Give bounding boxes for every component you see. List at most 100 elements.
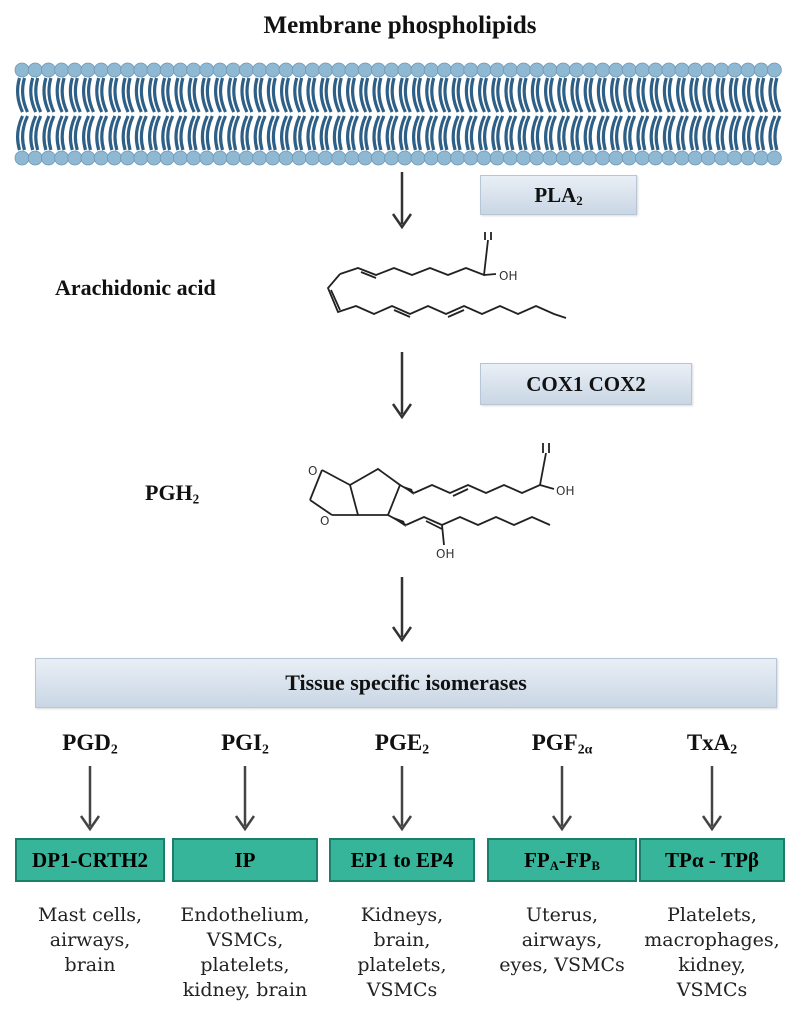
lipid-tail: [311, 115, 320, 151]
lipid-head: [516, 150, 531, 166]
lipid-head: [740, 150, 756, 166]
lipid-tail: [403, 115, 412, 151]
lipid-tail: [411, 77, 420, 113]
lipid-tail: [293, 115, 302, 151]
lipid-tail: [741, 115, 750, 151]
lipid-tail: [200, 115, 209, 151]
lipid-tail: [535, 77, 544, 113]
tissue-line: Uterus,: [525, 904, 598, 926]
lipid-tail: [675, 115, 684, 151]
lipid-tail: [733, 77, 742, 113]
lipid-head: [582, 150, 597, 166]
lipid-tail: [517, 115, 526, 151]
lipid-head: [331, 150, 347, 166]
lipid-tail: [385, 77, 394, 113]
lipid-tail: [306, 77, 315, 113]
tissue-list: Platelets,macrophages,kidney,VSMCs: [632, 903, 792, 1003]
lipid-tail: [113, 115, 122, 151]
lipid-head: [714, 62, 729, 78]
lipid-tail: [279, 77, 288, 113]
lipid-tail: [95, 115, 104, 151]
arrow-aa-to-pgh2: [391, 352, 413, 420]
branch-arrow: [391, 766, 413, 832]
tissue-line: kidney,: [678, 954, 746, 976]
lipid-tail: [147, 77, 156, 113]
pla2-label: PLA: [534, 183, 577, 207]
lipid-tail: [496, 77, 505, 113]
lipid-head: [661, 150, 677, 166]
lipid-tail: [438, 77, 447, 113]
pgh2-label: PGH2: [145, 480, 199, 507]
tissue-line: Endothelium,: [180, 904, 310, 926]
lipid-head: [502, 150, 518, 166]
lipid-head: [357, 62, 373, 78]
product-main: PGI: [221, 730, 262, 755]
lipid-tail: [667, 77, 676, 113]
lipid-tail: [284, 77, 293, 113]
lipid-head: [27, 62, 43, 78]
tissue-line: Mast cells,: [37, 904, 143, 926]
lipid-tail: [451, 115, 460, 151]
lipid-head: [278, 150, 294, 166]
lipid-tail: [293, 77, 302, 113]
lipid-head: [608, 62, 624, 78]
lipid-tail: [20, 115, 29, 151]
lipid-tail: [42, 115, 51, 151]
receptor-box: EP1 to EP4: [329, 838, 475, 882]
lipid-tail: [311, 77, 320, 113]
cox-enzyme-box: COX1 COX2: [480, 363, 692, 405]
lipid-head: [648, 62, 663, 78]
tissue-list: Mast cells,airways,brain: [10, 903, 170, 978]
lipid-tail: [628, 77, 637, 113]
lipid-tail: [161, 77, 170, 113]
lipid-tail: [636, 115, 645, 151]
lipid-tail: [707, 77, 716, 113]
lipid-tail: [628, 115, 637, 151]
lipid-tail: [258, 77, 267, 113]
lipid-tail: [728, 115, 737, 151]
aa-oh-label: OH: [499, 269, 517, 283]
lipid-head: [93, 150, 109, 166]
lipid-tail: [218, 77, 227, 113]
lipid-tail: [126, 115, 135, 151]
lipid-tail: [350, 77, 359, 113]
lipid-tail: [694, 115, 703, 151]
lipid-tail: [232, 77, 241, 113]
lipid-tail: [15, 77, 24, 113]
lipid-head: [635, 62, 650, 78]
lipid-tail: [279, 115, 288, 151]
lipid-head: [701, 62, 716, 78]
lipid-tail: [649, 115, 658, 151]
branch-arrow: [234, 766, 256, 832]
lipid-head: [753, 62, 769, 78]
product-label: PGD2: [30, 730, 150, 757]
lipid-tail: [284, 115, 293, 151]
lipid-tail: [34, 77, 43, 113]
lipid-tail: [245, 115, 254, 151]
lipid-tail: [491, 77, 500, 113]
product-main: PGE: [374, 730, 423, 755]
lipid-tail: [266, 77, 275, 113]
lipid-tail: [332, 77, 341, 113]
lipid-tail: [755, 115, 764, 151]
lipid-head: [107, 150, 122, 166]
lipid-tail: [641, 77, 650, 113]
lipid-tail: [760, 77, 769, 113]
lipid-tail: [81, 77, 90, 113]
lipid-head: [370, 62, 386, 78]
lipid-tail: [152, 115, 161, 151]
lipid-head: [146, 62, 162, 78]
lipid-tail: [337, 115, 346, 151]
pgh2-structure: O O OH OH: [308, 443, 574, 561]
arachidonic-acid-label: Arachidonic acid: [55, 275, 216, 300]
lipid-head: [133, 150, 149, 166]
lipid-tail: [126, 77, 135, 113]
diagram-title: Membrane phospholipids: [263, 12, 537, 39]
lipid-head: [727, 150, 743, 166]
lipid-tail: [179, 77, 188, 113]
product-subscript: 2: [261, 741, 269, 757]
lipid-tail: [773, 115, 782, 151]
lipid-tail: [411, 115, 420, 151]
lipid-tail: [174, 115, 183, 151]
pla2-enzyme-box: PLA2: [480, 175, 637, 215]
